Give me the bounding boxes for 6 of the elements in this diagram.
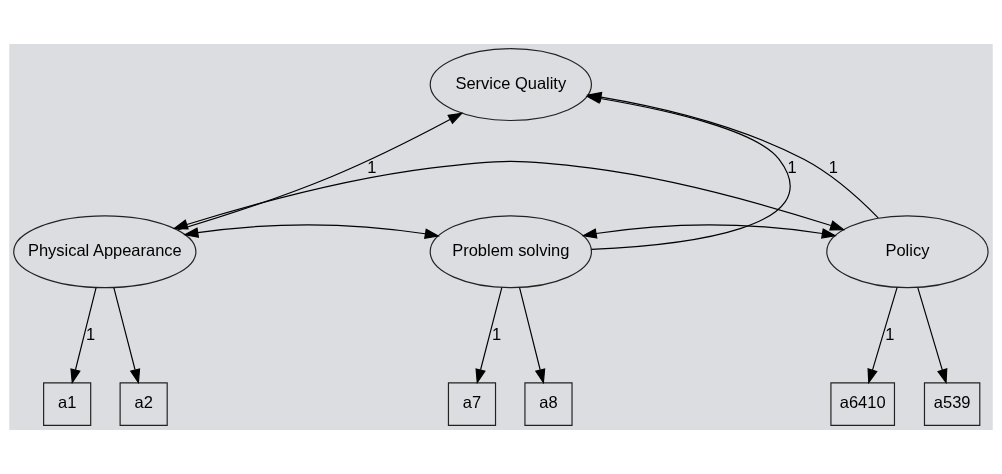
edge-label: 1: [86, 324, 96, 343]
edge-label: 1: [828, 157, 838, 176]
edge-label: 1: [885, 324, 895, 343]
edge-label: 1: [787, 157, 797, 176]
edge-label: 1: [367, 157, 377, 176]
edge-label: 1: [492, 324, 502, 343]
